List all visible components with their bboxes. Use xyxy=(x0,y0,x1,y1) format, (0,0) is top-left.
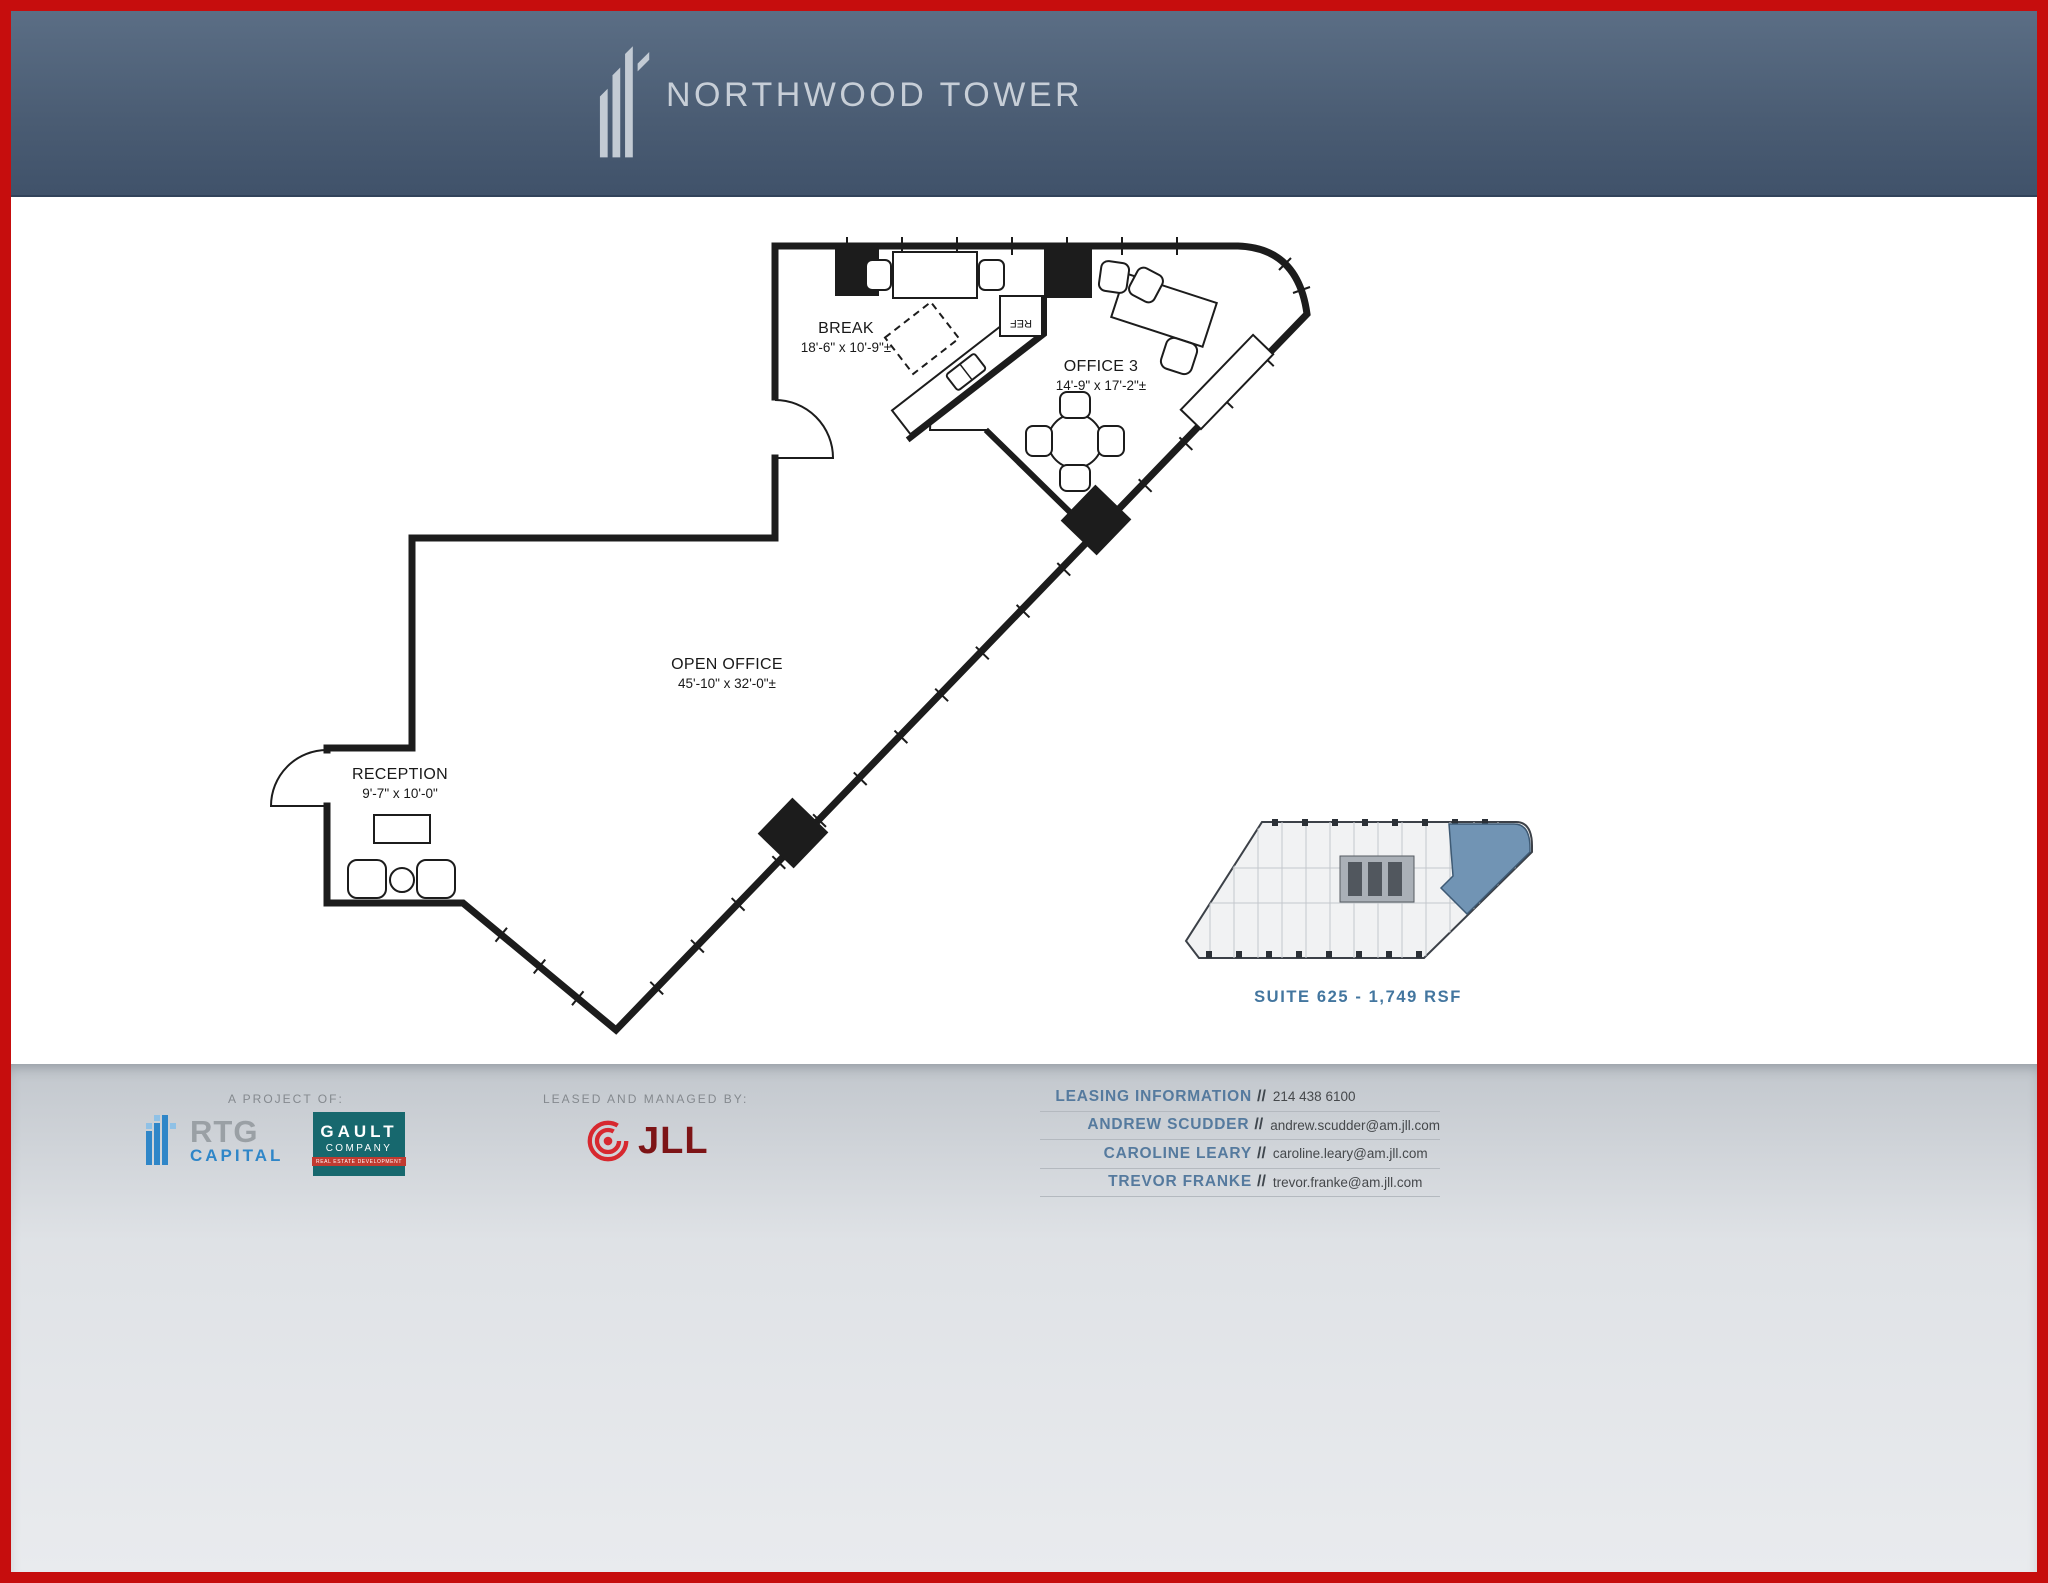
room-dims: 14'-9" x 17'-2"± xyxy=(1055,378,1147,393)
gault-company-logo: GAULT COMPANY REAL ESTATE DEVELOPMENT xyxy=(312,1112,406,1176)
office3-desk-chair xyxy=(1159,336,1199,376)
leasing-row: CAROLINE LEARY // caroline.leary@am.jll.… xyxy=(1040,1140,1440,1169)
key-plan xyxy=(1184,819,1533,959)
refrigerator xyxy=(999,295,1043,337)
structural-columns xyxy=(757,246,1132,869)
header-band xyxy=(11,11,2037,197)
office3-guest-chair xyxy=(1128,266,1164,304)
room-dims: 45'-10" x 32'-0"± xyxy=(678,676,776,691)
dishwasher-dashed xyxy=(883,300,961,376)
leasing-row: LEASING INFORMATION // 214 438 6100 xyxy=(1040,1083,1440,1112)
room-dims: 18'-6" x 10'-9"± xyxy=(800,340,892,355)
office3-round-table xyxy=(1047,413,1103,469)
room-label-reception: RECEPTION 9'-7" x 10'-0" xyxy=(352,766,448,801)
reception-desk xyxy=(373,814,431,844)
gault-tagline: REAL ESTATE DEVELOPMENT xyxy=(312,1157,406,1166)
leasing-row-label: LEASING INFORMATION xyxy=(1055,1087,1252,1105)
building-name: NORTHWOOD TOWER xyxy=(666,76,1084,114)
jll-logo: JLL xyxy=(585,1118,709,1164)
key-plan-columns xyxy=(1206,819,1488,958)
exterior-walls xyxy=(323,242,1311,1035)
leasing-row-value: trevor.franke@am.jll.com xyxy=(1272,1174,1423,1190)
office3-guest-chair xyxy=(1097,260,1131,294)
reception-armchair xyxy=(416,859,456,899)
corridor-door-swing xyxy=(774,399,835,459)
room-label-break: BREAK 18'-6" x 10'-9"± xyxy=(801,320,891,355)
building-logo-icon xyxy=(599,46,650,158)
room-label-open-office: OPEN OFFICE 45'-10" x 32'-0"± xyxy=(671,656,783,691)
key-plan-highlighted-suite xyxy=(1439,823,1531,916)
room-name: BREAK xyxy=(818,320,874,337)
leased-managed-label: LEASED AND MANAGED BY: xyxy=(543,1092,749,1106)
break-room-furniture: REF xyxy=(865,251,1043,436)
break-chair xyxy=(978,259,1005,291)
leasing-row-label: CAROLINE LEARY xyxy=(1103,1144,1252,1162)
project-of-label: A PROJECT OF: xyxy=(228,1092,344,1106)
leasing-row-label: ANDREW SCUDDER xyxy=(1087,1116,1250,1134)
leasing-row-value: 214 438 6100 xyxy=(1272,1089,1356,1105)
leasing-row-separator: // xyxy=(1257,1173,1266,1191)
reception-armchair xyxy=(347,859,387,899)
office3-credenza xyxy=(1179,333,1275,431)
rtg-logo-icon xyxy=(146,1115,176,1165)
leasing-row-label: TREVOR FRANKE xyxy=(1108,1173,1252,1191)
office3-table-chair xyxy=(1059,391,1091,419)
reception-side-table xyxy=(389,867,415,893)
leasing-row-separator: // xyxy=(1257,1144,1266,1162)
interior-walls xyxy=(905,295,1083,525)
leasing-row-separator: // xyxy=(1254,1116,1264,1134)
room-name: OFFICE 3 xyxy=(1063,358,1139,375)
break-chair xyxy=(865,259,892,291)
office3-table-chair xyxy=(1025,425,1053,457)
key-plan-core xyxy=(1339,855,1415,903)
rtg-capital-logo: RTG CAPITAL xyxy=(146,1112,283,1166)
refrigerator-label: REF xyxy=(1010,317,1032,329)
break-table xyxy=(892,251,978,299)
leasing-row-value: andrew.scudder@am.jll.com xyxy=(1270,1117,1440,1133)
rtg-capital-wordmark: CAPITAL xyxy=(190,1146,284,1165)
gault-wordmark: GAULT xyxy=(320,1122,398,1141)
office3-table-chair xyxy=(1059,464,1091,492)
rtg-wordmark: RTG xyxy=(190,1114,259,1149)
jll-logo-icon xyxy=(587,1120,629,1162)
doors xyxy=(269,371,989,807)
jll-wordmark: JLL xyxy=(638,1119,709,1162)
leasing-info-block: LEASING INFORMATION // 214 438 6100 ANDR… xyxy=(1040,1083,1440,1197)
reception-entry-door-swing xyxy=(269,749,328,807)
gault-company-wordmark: COMPANY xyxy=(325,1143,393,1154)
room-name: RECEPTION xyxy=(351,766,449,783)
office3-table-chair xyxy=(1097,425,1125,457)
leasing-row-value: caroline.leary@am.jll.com xyxy=(1272,1146,1428,1162)
leasing-row: ANDREW SCUDDER // andrew.scudder@am.jll.… xyxy=(1040,1112,1440,1140)
office3-furniture xyxy=(1025,260,1275,492)
leasing-row: TREVOR FRANKE // trevor.franke@am.jll.co… xyxy=(1040,1169,1440,1197)
room-dims: 9'-7" x 10'-0" xyxy=(362,786,438,801)
room-label-office3: OFFICE 3 14'-9" x 17'-2"± xyxy=(1056,358,1146,393)
room-name: OPEN OFFICE xyxy=(671,656,783,673)
suite-caption: SUITE 625 - 1,749 RSF xyxy=(1254,988,1462,1006)
leasing-row-separator: // xyxy=(1257,1087,1266,1105)
reception-furniture xyxy=(347,814,456,899)
